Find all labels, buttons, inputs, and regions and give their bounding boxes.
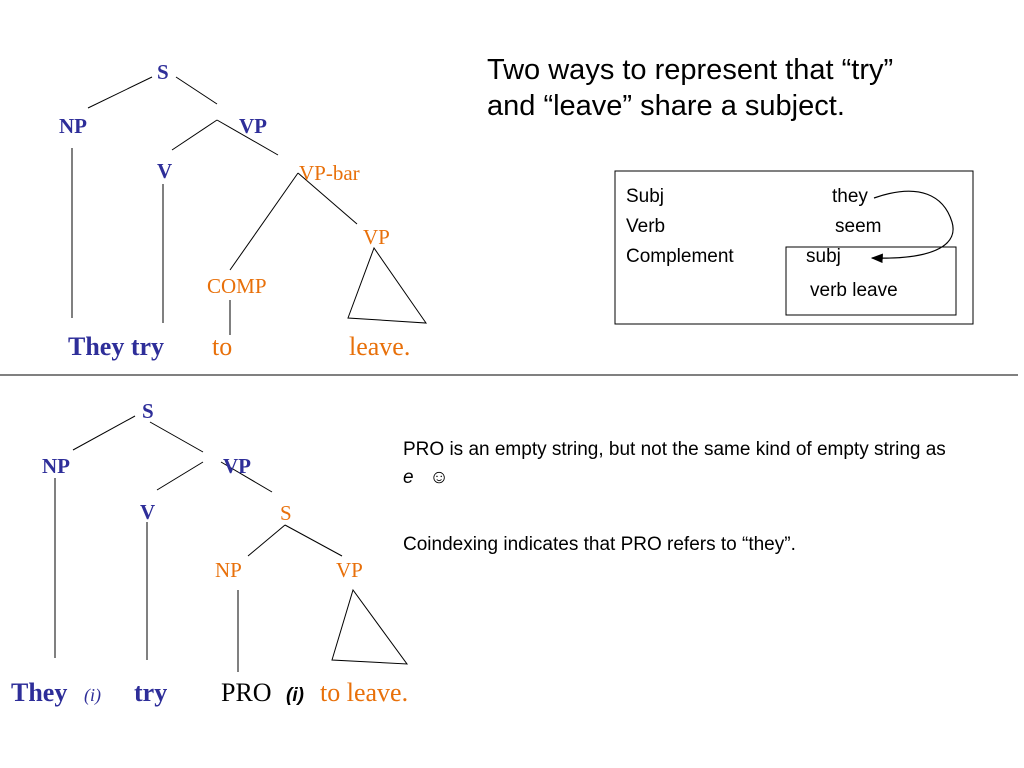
tree-2 xyxy=(54,415,409,672)
structure-box: Subj they Verb seem Complement subj verb… xyxy=(614,170,974,325)
edge2-s-vp2 xyxy=(284,524,343,557)
t1-vp-label: VP xyxy=(239,114,267,138)
t2-s-label: S xyxy=(142,399,154,423)
edge-s-np xyxy=(87,76,153,109)
t2-np-label: NP xyxy=(42,454,70,478)
t2-try: try xyxy=(134,678,167,707)
box-inner-verb: verb leave xyxy=(810,280,898,301)
pro-note: PRO is an empty string, but not the same… xyxy=(403,436,963,492)
slide-title: Two ways to represent that “try” and “le… xyxy=(487,54,894,122)
box-verb-label: Verb xyxy=(626,216,665,237)
t1-to: to xyxy=(212,332,232,361)
smiley-icon: ☺ xyxy=(429,467,449,488)
t2-pro-index: (i) xyxy=(286,685,304,706)
t2-vp-label: VP xyxy=(223,454,251,478)
t1-vp2-label: VP xyxy=(363,225,390,249)
vp-triangle-1 xyxy=(347,246,428,324)
tree-1-labels: S NP VP V VP-bar VP COMP They try to lea… xyxy=(59,60,410,361)
pro-note-text: PRO is an empty string, but not the same… xyxy=(403,439,946,460)
t1-leave: leave. xyxy=(349,332,410,361)
vp-triangle-2 xyxy=(331,588,409,665)
pro-note-e: e xyxy=(403,467,414,488)
t1-v-label: V xyxy=(157,159,172,183)
outer-box xyxy=(614,170,974,325)
box-subj-label: Subj xyxy=(626,186,664,207)
coindex-note: Coindexing indicates that PRO refers to … xyxy=(403,534,796,555)
edge-s-vp xyxy=(175,76,218,105)
inner-box xyxy=(785,246,957,316)
t1-comp-label: COMP xyxy=(207,274,267,298)
t2-v-label: V xyxy=(140,500,155,524)
edge-vpbar-comp xyxy=(229,172,299,271)
coreference-arrow xyxy=(870,190,954,264)
box-verb-value: seem xyxy=(835,216,881,237)
tree-1 xyxy=(71,76,428,335)
edge-vp-vpbar xyxy=(216,119,279,156)
t2-they: They xyxy=(11,678,67,707)
edge-vp-v xyxy=(171,119,218,151)
t1-they-try: They try xyxy=(68,332,164,361)
t2-vp2-label: VP xyxy=(336,558,363,582)
edge2-s-vp xyxy=(149,421,204,453)
box-complement-label: Complement xyxy=(626,246,734,267)
t1-s-label: S xyxy=(157,60,169,84)
box-inner-subj: subj xyxy=(806,246,841,267)
edge2-vp-s xyxy=(220,461,273,493)
edge2-s-np2 xyxy=(247,524,286,557)
tree-2-labels: S NP VP V S NP VP They (i) try PRO (i) t… xyxy=(11,399,408,707)
edge2-vp-v xyxy=(156,461,204,491)
edge-vpbar-vp xyxy=(297,172,358,225)
t2-they-index: (i) xyxy=(84,685,101,706)
t2-s2-label: S xyxy=(280,501,292,525)
t2-pro: PRO xyxy=(221,678,272,707)
t1-np-label: NP xyxy=(59,114,87,138)
t2-to-leave: to leave. xyxy=(320,678,408,707)
t1-vpbar-label: VP-bar xyxy=(299,161,360,185)
t2-np2-label: NP xyxy=(215,558,242,582)
box-subj-value: they xyxy=(832,186,868,207)
edge2-s-np xyxy=(72,415,136,451)
